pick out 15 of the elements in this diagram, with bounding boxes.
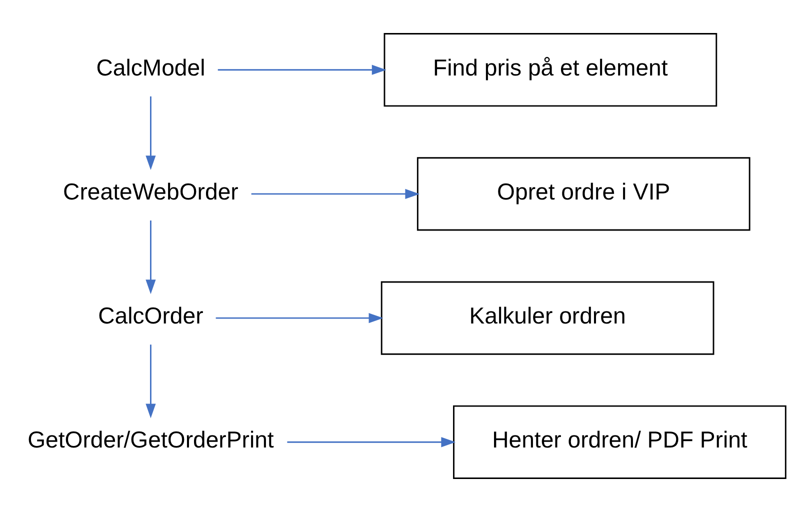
arrow (146, 96, 156, 170)
node-text: GetOrder/GetOrderPrint (28, 426, 274, 452)
node-box: Kalkuler ordren (380, 280, 714, 354)
node-box: Opret ordre i VIP (416, 156, 750, 230)
node-text: CalcOrder (98, 302, 204, 328)
node-box: Find pris på et element (384, 32, 718, 106)
node-text: CalcModel (96, 54, 206, 80)
arrow (218, 64, 386, 74)
arrow (216, 312, 384, 323)
arrow (146, 344, 156, 418)
arrow (251, 188, 420, 198)
arrow (146, 220, 156, 294)
node-box: Henter ordren/ PDF Print (453, 404, 786, 478)
arrow (287, 436, 456, 447)
node-text: CreateWebOrder (63, 178, 238, 204)
